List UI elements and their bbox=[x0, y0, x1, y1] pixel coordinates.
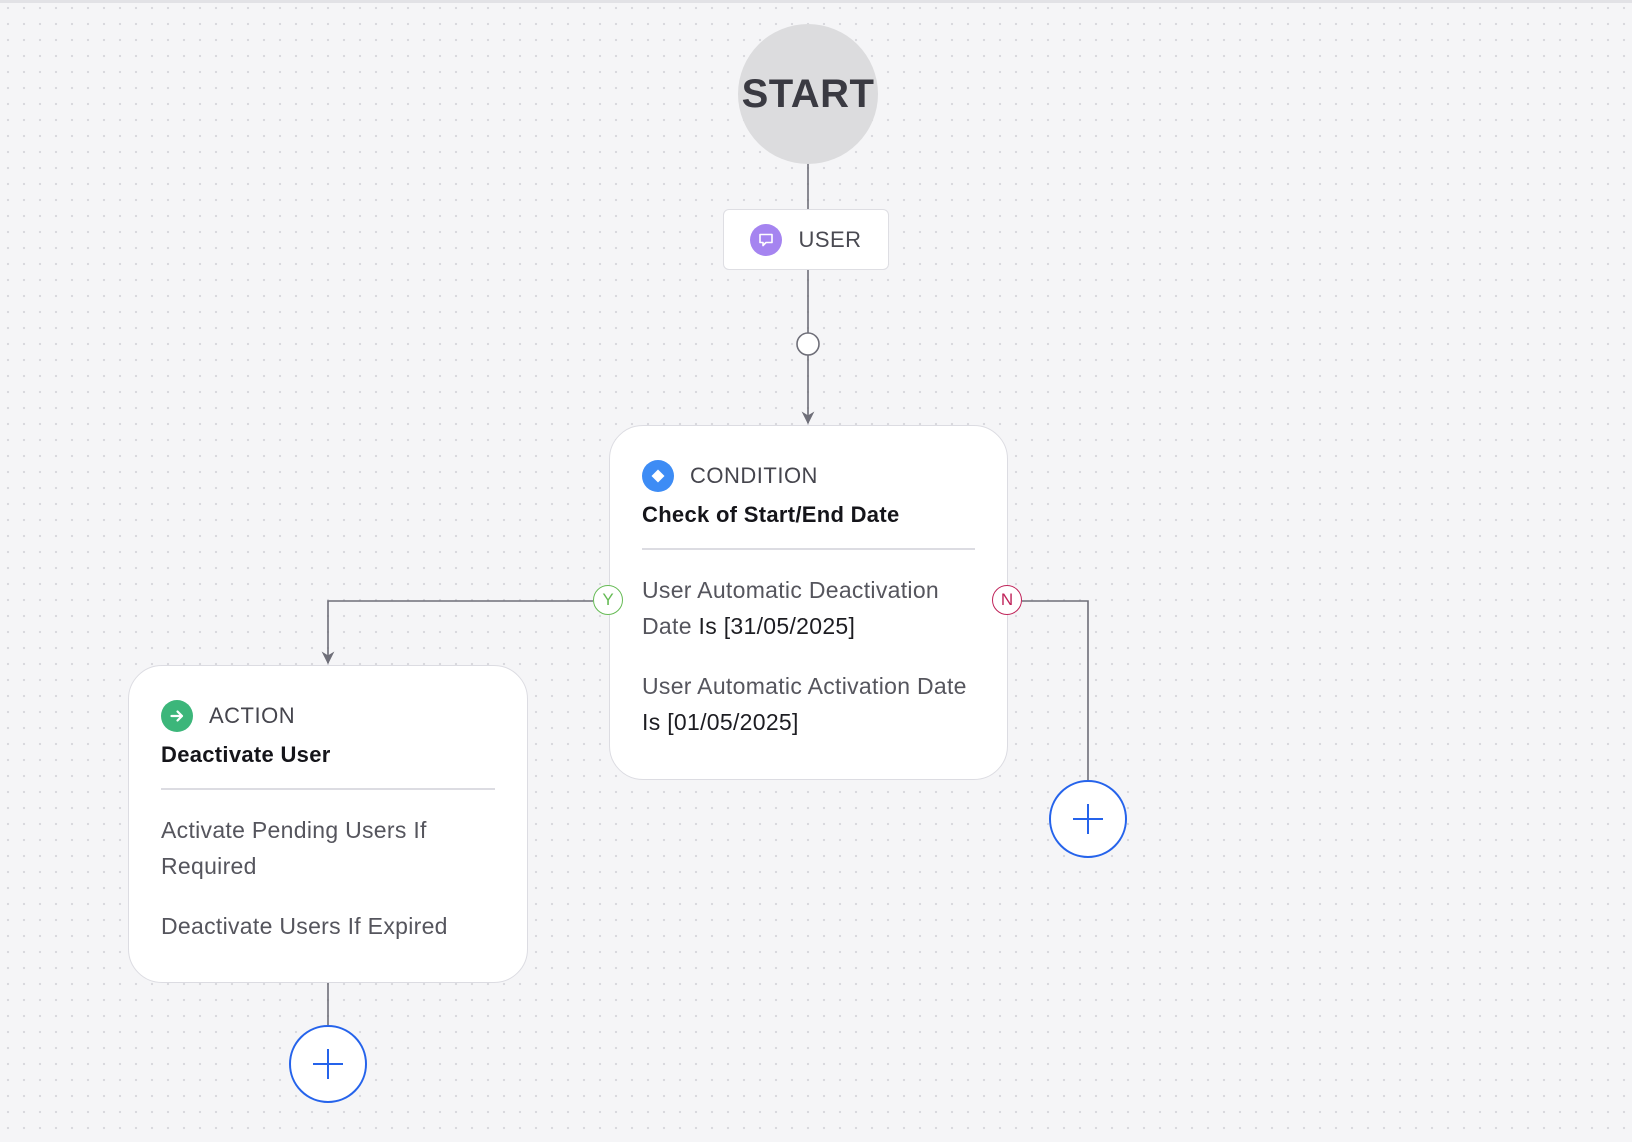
condition-rule: User Automatic Activation Date Is [01/05… bbox=[642, 668, 975, 740]
connector-no-branch bbox=[1022, 600, 1089, 780]
rule-operator: Is bbox=[698, 612, 717, 639]
start-label: START bbox=[741, 71, 875, 116]
no-branch-port[interactable]: N bbox=[992, 585, 1022, 615]
trigger-label: USER bbox=[798, 226, 862, 252]
arrow-right-icon bbox=[161, 700, 193, 732]
action-step: Deactivate Users If Expired bbox=[161, 912, 448, 939]
no-label: N bbox=[1000, 590, 1014, 609]
condition-title: Check of Start/End Date bbox=[642, 502, 900, 527]
chat-icon bbox=[750, 223, 783, 256]
action-header: ACTION bbox=[161, 700, 495, 732]
rule-field: User Automatic Deactivation Date bbox=[642, 576, 940, 639]
connector-junction-dot bbox=[796, 332, 820, 356]
action-type-label: ACTION bbox=[209, 703, 296, 728]
action-divider bbox=[161, 788, 495, 790]
rule-field: User Automatic Activation Date bbox=[642, 672, 967, 699]
yes-branch-port[interactable]: Y bbox=[593, 585, 623, 615]
canvas-top-border bbox=[0, 0, 1632, 3]
action-steps: Activate Pending Users If Required Deact… bbox=[161, 812, 495, 944]
start-node[interactable]: START bbox=[738, 24, 878, 164]
condition-divider bbox=[642, 548, 975, 550]
rule-operator: Is bbox=[642, 708, 661, 735]
rule-value: [01/05/2025] bbox=[667, 708, 799, 735]
trigger-node-user[interactable]: USER bbox=[723, 209, 889, 270]
connector-yes-branch bbox=[321, 600, 593, 665]
condition-type-label: CONDITION bbox=[690, 463, 818, 488]
condition-header: CONDITION bbox=[642, 460, 975, 492]
add-step-button-after-action[interactable] bbox=[289, 1025, 367, 1103]
action-title: Deactivate User bbox=[161, 742, 331, 767]
diamond-icon bbox=[642, 460, 674, 492]
rule-value: [31/05/2025] bbox=[723, 612, 856, 639]
action-step: Activate Pending Users If Required bbox=[161, 816, 427, 879]
action-card[interactable]: ACTION Deactivate User Activate Pending … bbox=[128, 665, 528, 983]
condition-rules: User Automatic Deactivation Date Is [31/… bbox=[642, 572, 975, 740]
yes-label: Y bbox=[602, 590, 614, 609]
condition-rule: User Automatic Deactivation Date Is [31/… bbox=[642, 572, 975, 644]
add-step-button-no-branch[interactable] bbox=[1049, 780, 1127, 858]
condition-card[interactable]: CONDITION Check of Start/End Date User A… bbox=[609, 425, 1008, 780]
